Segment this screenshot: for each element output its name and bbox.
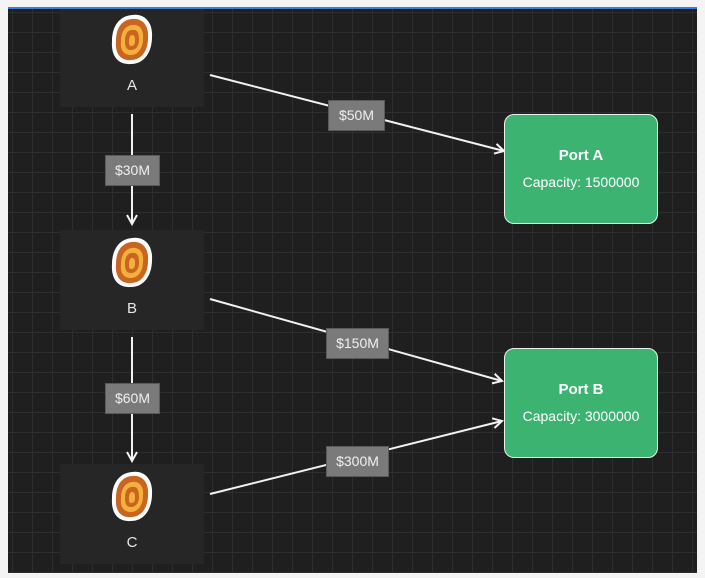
diagram-canvas[interactable]: A B C Port A Capacity: 1500000 Port B Ca… bbox=[8, 7, 697, 573]
tree-rings-icon bbox=[111, 14, 153, 65]
edge-label-c-port-b[interactable]: $300M bbox=[326, 446, 389, 477]
port-title: Port A bbox=[558, 147, 604, 164]
edge-label-b-port-b[interactable]: $150M bbox=[326, 328, 389, 359]
tree-rings-icon bbox=[111, 237, 153, 288]
capacity-label: Capacity: bbox=[522, 408, 581, 424]
source-label: B bbox=[126, 300, 137, 317]
capacity-value: 3000000 bbox=[584, 408, 640, 424]
port-title: Port B bbox=[558, 381, 604, 398]
source-node-c[interactable]: C bbox=[60, 464, 204, 564]
edge-label-a-port-a[interactable]: $50M bbox=[328, 100, 385, 131]
port-capacity: Capacity: 1500000 bbox=[505, 174, 657, 190]
port-node-a[interactable]: Port A Capacity: 1500000 bbox=[504, 114, 658, 224]
port-capacity: Capacity: 3000000 bbox=[505, 408, 657, 424]
tree-rings-icon bbox=[111, 471, 153, 522]
source-node-b[interactable]: B bbox=[60, 230, 204, 330]
capacity-label: Capacity: bbox=[522, 174, 581, 190]
edge-label-b-c[interactable]: $60M bbox=[105, 383, 160, 414]
source-label: C bbox=[126, 534, 138, 551]
source-label: A bbox=[126, 77, 137, 94]
source-node-a[interactable]: A bbox=[60, 9, 204, 107]
port-node-b[interactable]: Port B Capacity: 3000000 bbox=[504, 348, 658, 458]
capacity-value: 1500000 bbox=[584, 174, 640, 190]
edge-label-a-b[interactable]: $30M bbox=[105, 155, 160, 186]
